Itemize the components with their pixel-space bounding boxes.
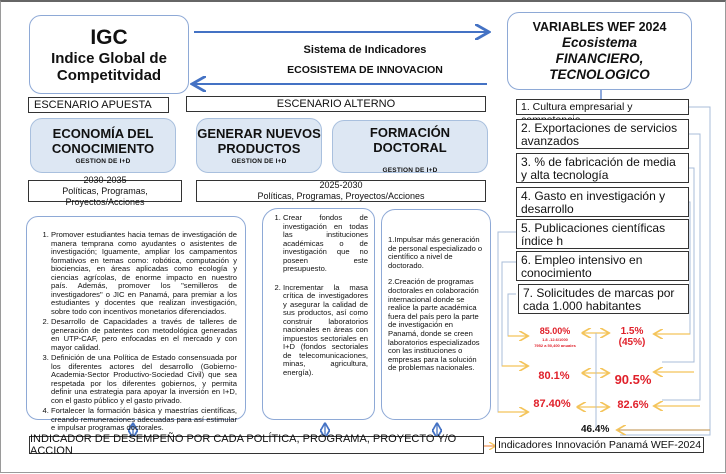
pillar-subtitle: GESTION DE I+D [382,167,438,174]
igc-line2: Competitvidad [56,66,162,84]
period-years: 2025-2030 [319,180,363,190]
action-item: 1.Impulsar más generación de personal es… [388,235,483,270]
action-item: Definición de una Política de Estado con… [51,353,237,405]
variable-7: 7. Solicitudes de marcas por cada 1.000 … [518,284,689,314]
system-line2: ECOSISTEMA DE INNOVACION [287,64,443,76]
period-years: 2030-2035 [83,174,127,185]
variable-2: 2. Exportaciones de servicios avanzados [516,119,689,149]
indicator-1-5-sub: (45%) [618,337,646,348]
scenario-apuesta: ESCENARIO APUESTA [28,97,169,113]
system-title: Sistema de Indicadores ECOSISTEMA DE INN… [240,40,490,80]
period-2025-2030: 2025-2030 Políticas, Programas, Proyecto… [196,180,486,202]
pillar-title: ECONOMÍA DEL [52,126,154,141]
pillar-doctoral: FORMACIÓN DOCTORAL GESTION DE I+D [332,120,488,174]
igc-line1: Indice Global de [51,49,167,67]
action-item: Crear fondos de investigación en todas l… [283,213,368,274]
variable-3: 3. % de fabricación de media y alta tecn… [516,153,689,183]
indicator-85: 85.00% [539,326,571,336]
pillar-subtitle: GESTION DE I+D [231,158,287,165]
period-label: Políticas, Programas, Proyectos/Acciones [257,191,425,201]
pillar-economia: ECONOMÍA DEL CONOCIMIENTO GESTION DE I+D [30,118,176,173]
actions-economia-list: Promover estudiantes hacia temas de inve… [31,230,237,433]
scenario-alterno: ESCENARIO ALTERNO [186,96,486,112]
system-line1: Sistema de Indicadores [303,44,427,56]
wef-line2: Ecosistema [561,35,638,50]
indicator-87-40: 87.40% [533,398,571,410]
period-label: Políticas, Programas, Proyectos/Acciones [62,185,148,207]
pillar-subtitle: GESTION DE I+D [75,158,131,165]
actions-productos-list: Crear fondos de investigación en todas l… [263,213,368,378]
performance-indicator-box: INDICADOR DE DESEMPEÑO POR CADA POLÍTICA… [29,433,484,457]
indicator-46-4: 46.4% [581,424,610,435]
period-2030-2035: 2030-2035 Políticas, Programas, Proyecto… [28,175,182,207]
wef-variables-box: VARIABLES WEF 2024 Ecosistema FINANCIERO… [507,12,692,90]
indicator-1-5-value: 1.5% [620,326,644,337]
wef-line1: VARIABLES WEF 2024 [532,20,667,34]
wef-line3: FINANCIERO, [555,51,644,66]
action-item: Desarrollo de Capacidades a través de ta… [51,317,237,352]
actions-productos-box: Crear fondos de investigación en todas l… [262,208,375,420]
variable-4: 4. Gasto en investigación y desarrollo [516,187,689,217]
indicator-1-5: 1.5% (45%) [612,326,652,348]
indicator-80-1: 80.1% [538,370,570,382]
action-item: Fortalecer la formación básica y maestrí… [51,406,237,433]
action-item: Promover estudiantes hacia temas de inve… [51,230,237,316]
indicator-85-note2: 7952 a 50,400 anuales [534,343,576,348]
indicator-90-5: 90.5% [614,372,652,387]
igc-abbr: IGC [90,25,128,49]
igc-box: IGC Indice Global de Competitvidad [29,15,189,94]
indicator-85-note1: 1.8 -12.6/1000 [542,337,568,342]
pillar-title: GENERAR NUEVOS [197,126,321,141]
pillar-productos: GENERAR NUEVOS PRODUCTOS GESTION DE I+D [196,118,322,173]
wef-indicators-label: Indicadores Innovación Panamá WEF-2024 [495,437,704,453]
variable-1: 1. Cultura empresarial y competencia [516,99,689,126]
pillar-title: FORMACIÓN DOCTORAL [369,125,451,155]
actions-doctoral-box: 1.Impulsar más generación de personal es… [381,209,491,420]
variable-6: 6. Empleo intensivo en conocimiento [516,251,689,281]
indicator-82-6: 82.6% [617,399,649,411]
variable-5: 5. Publicaciones científicas índice h [516,219,689,249]
wef-line4: TECNOLOGICO [549,67,650,82]
pillar-title: PRODUCTOS [217,141,301,156]
pillar-title: CONOCIMIENTO [51,141,155,156]
actions-economia-box: Promover estudiantes hacia temas de inve… [26,216,246,432]
action-item: 2.Creación de programas doctorales en co… [388,277,480,373]
action-item: Incrementar la masa crítica de investiga… [283,283,368,378]
